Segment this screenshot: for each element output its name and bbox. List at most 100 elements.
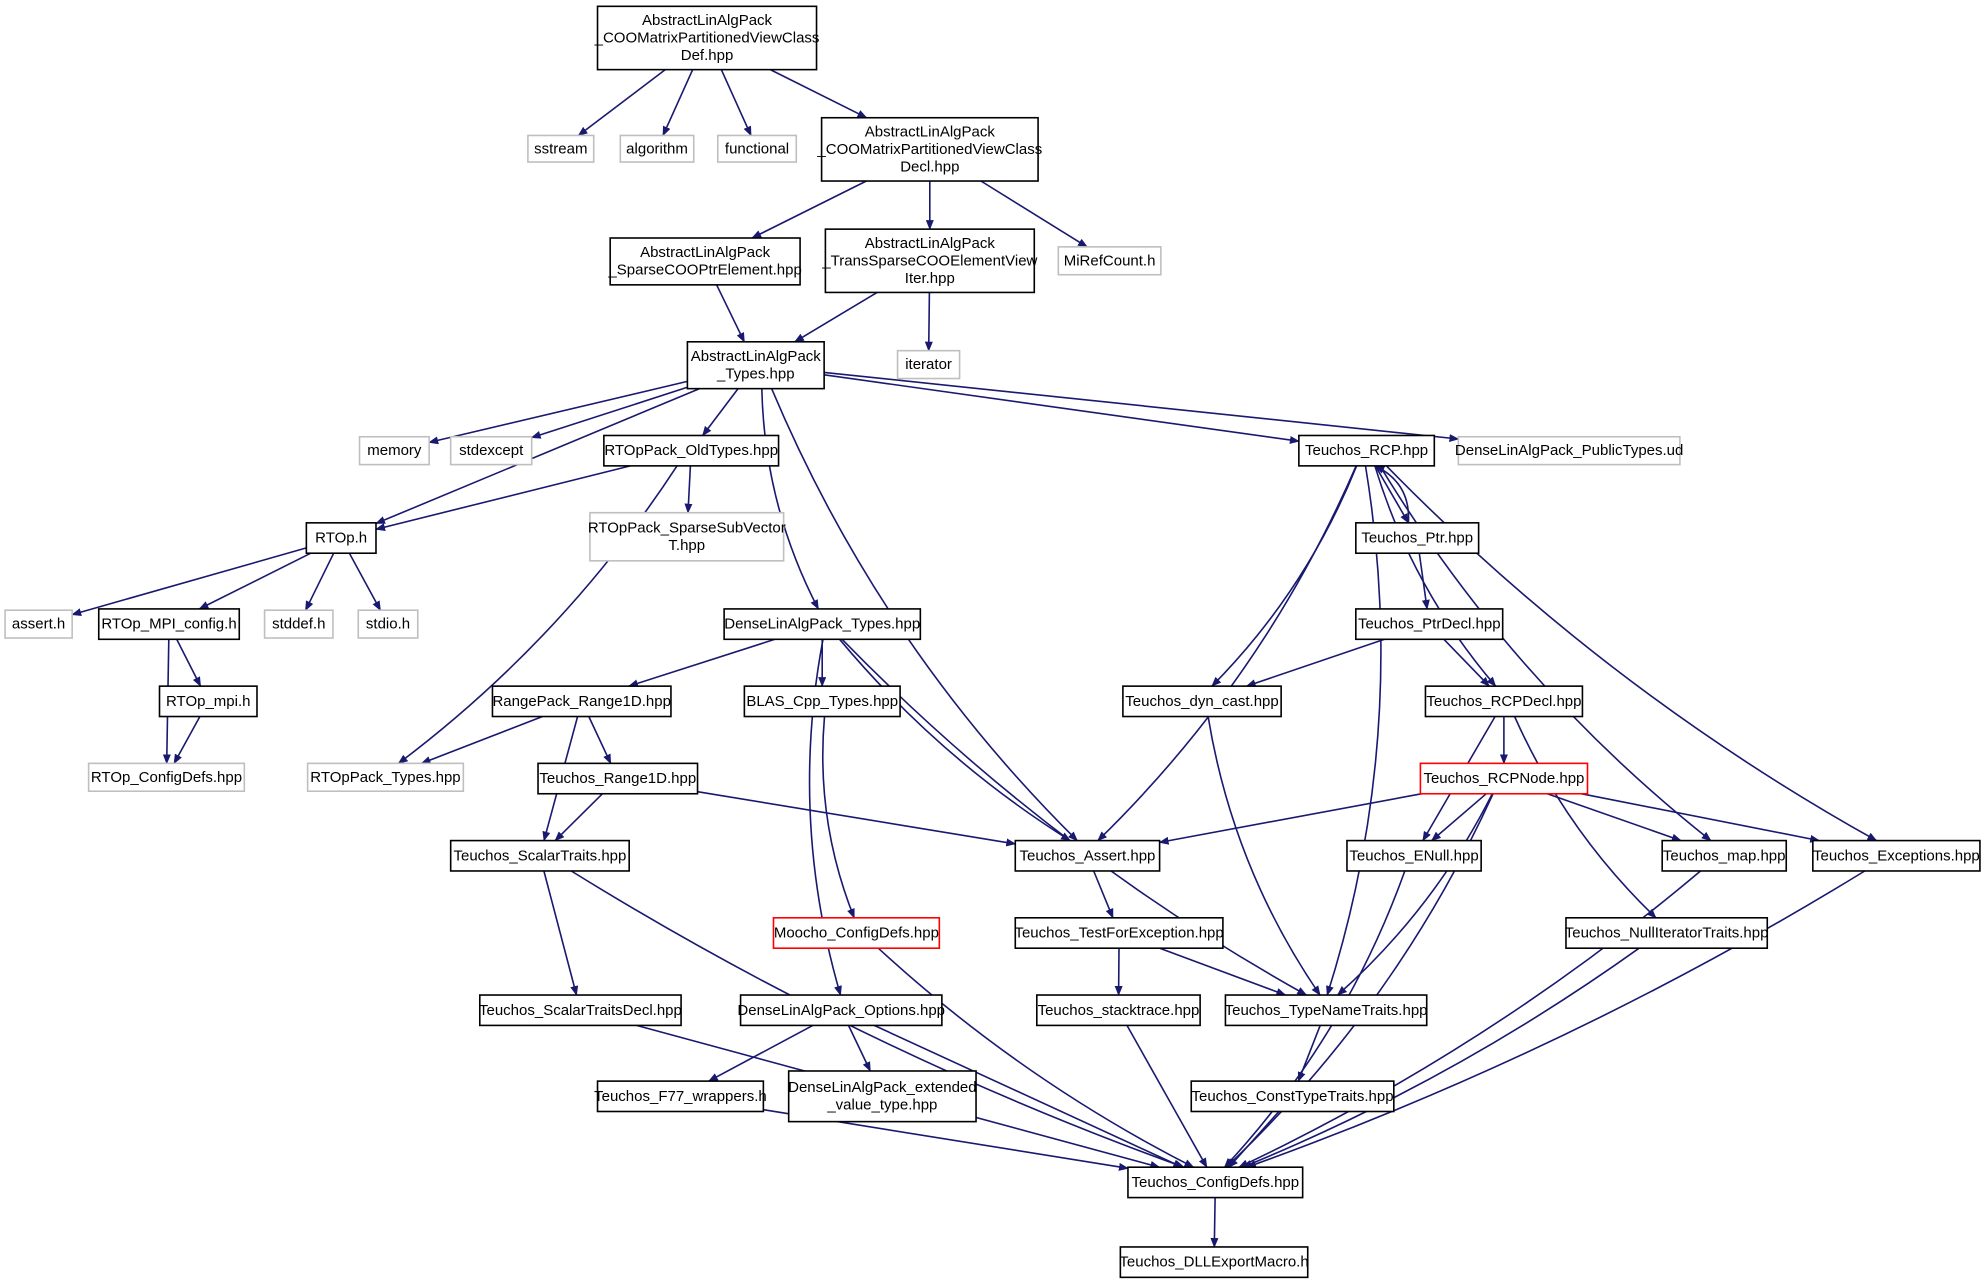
node-scalartraits-box [449,839,630,872]
node-scalartraits-label-line: Teuchos_ScalarTraits.hpp [453,847,626,864]
node-mpiconfig-box [97,608,241,641]
edge-dloptions-to-f77 [707,1024,814,1082]
edge-rtop-to-stdio [348,552,382,612]
node-texceptions[interactable]: Teuchos_Exceptions.hpp [1812,839,1981,872]
node-algorithm-label-line: algorithm [626,140,688,157]
node-tassert[interactable]: Teuchos_Assert.hpp [1014,839,1161,872]
node-memory: memory [358,435,430,466]
edge-root-to-algorithm [662,69,694,137]
node-enull[interactable]: Teuchos_ENull.hpp [1346,839,1482,872]
node-dllexport-box [1119,1246,1309,1279]
edge-range1d-to-rtoppacktypes [420,715,543,765]
node-oldtypes-label-line: RTOpPack_OldTypes.hpp [604,442,778,459]
node-altypes[interactable]: AbstractLinAlgPack_Types.hpp [686,341,825,390]
node-rtopmpi-box [158,685,258,718]
node-rcpdecl-box [1424,685,1584,718]
edge-rcpdecl-to-nulliter [1513,716,1657,919]
node-extvalue[interactable]: DenseLinAlgPack_extended_value_type.hpp [787,1070,977,1123]
node-range1d[interactable]: RangePack_Range1D.hpp [491,685,672,718]
node-testfor[interactable]: Teuchos_TestForException.hpp [1014,917,1224,949]
node-tmap[interactable]: Teuchos_map.hpp [1661,839,1788,872]
edge-dloptions-to-extvalue [847,1025,872,1072]
node-dloptions-box [739,994,943,1027]
node-typename-label-line: Teuchos_TypeNameTraits.hpp [1225,1002,1428,1019]
edge-rcp-to-tassert [1097,465,1357,842]
node-rtop[interactable]: RTOp.h [305,522,377,555]
edge-ptrdecl-to-rcpdecl [1443,638,1490,687]
node-dllexport-label-line: Teuchos_DLLExportMacro.h [1119,1254,1308,1271]
node-mpiconfig-label-line: RTOp_MPI_config.h [101,616,236,633]
node-decl[interactable]: AbstractLinAlgPack_COOMatrixPartitionedV… [816,116,1042,182]
node-mirefcount-label-line: MiRefCount.h [1064,252,1156,269]
node-rcp-label-line: Teuchos_RCP.hpp [1305,442,1428,459]
node-publictypes: DenseLinAlgPack_PublicTypes.ud [1455,435,1683,466]
node-altypes-box [686,341,825,390]
edge-trange1d-to-tassert [697,790,1017,847]
node-testfor-label-line: Teuchos_TestForException.hpp [1014,925,1223,942]
edge-stacktrace-to-configdefs [1126,1025,1208,1169]
node-stacktrace[interactable]: Teuchos_stacktrace.hpp [1036,994,1201,1027]
node-rtopmpi[interactable]: RTOp_mpi.h [158,685,258,718]
node-dltypes[interactable]: DenseLinAlgPack_Types.hpp [723,608,922,641]
edge-ptr-to-ptrdecl [1418,553,1430,610]
node-scalartraitsdecl-label-line: Teuchos_ScalarTraitsDecl.hpp [479,1002,682,1019]
node-algorithm-box [619,134,695,163]
node-nulliter[interactable]: Teuchos_NullIteratorTraits.hpp [1565,917,1769,949]
node-rtopconfig-box [87,762,246,793]
node-asserth: assert.h [4,609,73,639]
node-transsparse[interactable]: AbstractLinAlgPack_TransSparseCOOElement… [821,228,1038,294]
edge-ptrdecl-to-dyncast [1245,638,1385,687]
edge-altypes-to-rtop [375,387,700,525]
node-stdio-box [357,609,419,639]
node-dltypes-box [723,608,922,641]
node-testfor-box [1014,917,1224,949]
node-mpiconfig[interactable]: RTOp_MPI_config.h [97,608,241,641]
node-rtop-box [305,522,377,555]
edge-enull-to-configdefs [1223,870,1406,1168]
node-dyncast[interactable]: Teuchos_dyn_cast.hpp [1122,685,1282,718]
node-tassert-label-line: Teuchos_Assert.hpp [1019,847,1155,864]
node-dyncast-label-line: Teuchos_dyn_cast.hpp [1125,693,1278,710]
node-rcpdecl[interactable]: Teuchos_RCPDecl.hpp [1424,685,1584,718]
node-ptrdecl[interactable]: Teuchos_PtrDecl.hpp [1355,608,1504,641]
edge-dltypes-to-tassert [838,638,1071,842]
node-rtoppacktypes: RTOpPack_Types.hpp [306,762,465,793]
node-trange1d[interactable]: Teuchos_Range1D.hpp [537,762,699,795]
node-oldtypes[interactable]: RTOpPack_OldTypes.hpp [603,434,780,467]
node-sparsecoo[interactable]: AbstractLinAlgPack_SparseCOOPtrElement.h… [607,237,802,286]
node-dllexport[interactable]: Teuchos_DLLExportMacro.h [1119,1246,1309,1279]
node-blas[interactable]: BLAS_Cpp_Types.hpp [743,685,901,718]
node-dloptions[interactable]: DenseLinAlgPack_Options.hpp [737,994,945,1027]
node-tassert-box [1014,839,1161,872]
node-consttype-box [1190,1080,1395,1113]
node-root[interactable]: AbstractLinAlgPack_COOMatrixPartitionedV… [594,5,820,71]
edge-decl-to-sparsecoo [751,180,867,239]
edge-transsparse-to-iterator [924,292,933,352]
node-f77[interactable]: Teuchos_F77_wrappers.h [594,1080,767,1113]
edge-root-to-functional [720,69,752,137]
node-rcpnode[interactable]: Teuchos_RCPNode.hpp [1419,762,1589,795]
edge-altypes-to-dltypes [761,388,820,610]
node-configdefs[interactable]: Teuchos_ConfigDefs.hpp [1127,1166,1304,1199]
edge-rtop-to-asserth [71,547,307,616]
node-memory-label-line: memory [367,442,422,459]
node-oldtypes-box [603,434,780,467]
node-stdio: stdio.h [357,609,419,639]
node-rcp[interactable]: Teuchos_RCP.hpp [1298,434,1436,467]
node-consttype[interactable]: Teuchos_ConstTypeTraits.hpp [1190,1080,1395,1113]
edge-testfor-to-typename [1159,947,1287,996]
node-moocho[interactable]: Moocho_ConfigDefs.hpp [772,917,941,949]
node-scalartraitsdecl[interactable]: Teuchos_ScalarTraitsDecl.hpp [478,994,682,1027]
node-ptr[interactable]: Teuchos_Ptr.hpp [1355,522,1480,555]
node-range1d-box [491,685,672,718]
node-scalartraits[interactable]: Teuchos_ScalarTraits.hpp [449,839,630,872]
edge-moocho-to-configdefs [877,947,1195,1168]
edge-nulliter-to-configdefs [1241,947,1640,1168]
node-consttype-label-line: Teuchos_ConstTypeTraits.hpp [1191,1088,1393,1105]
node-typename[interactable]: Teuchos_TypeNameTraits.hpp [1225,994,1428,1027]
node-ptrdecl-label-line: Teuchos_PtrDecl.hpp [1358,616,1501,633]
edge-altypes-to-stdexcept [530,386,688,439]
edge-scalartraits-to-scalartraitsdecl [543,870,579,996]
node-asserth-box [4,609,73,639]
node-sparsecoo-label-line: AbstractLinAlgPack [640,244,771,261]
